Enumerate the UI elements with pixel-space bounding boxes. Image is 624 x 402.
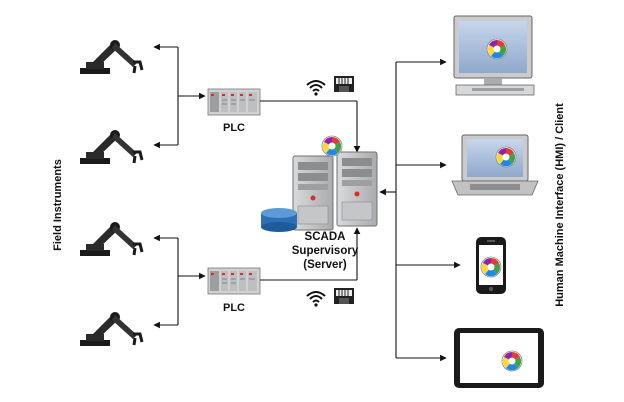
tablet-icon <box>454 328 544 388</box>
plc-rack-icon-bottom <box>207 267 261 295</box>
hmi-client-label: Human Machine Interface (HMI) / Client <box>554 103 566 307</box>
laptop-icon <box>451 134 539 196</box>
client-connectors <box>379 58 461 362</box>
wifi-icon-bottom <box>306 291 326 308</box>
plc-rack-icon-top <box>207 88 261 116</box>
server-tower-icon-right <box>336 151 378 227</box>
server-tower-icon-left <box>292 155 334 231</box>
field-connectors <box>153 43 206 329</box>
plc-bottom-label: PLC <box>223 302 245 314</box>
smartphone-icon <box>476 237 506 294</box>
server-label-line2: Supervisory <box>292 245 359 257</box>
robot-arm-icon-4 <box>78 310 144 348</box>
robot-arm-icon-2 <box>78 128 144 166</box>
robot-arm-icon-1 <box>78 38 144 76</box>
server-label-line1: SCADA <box>305 231 346 243</box>
ethernet-port-icon-bottom <box>333 287 355 305</box>
database-icon <box>261 208 297 232</box>
plc-top-label: PLC <box>223 122 245 134</box>
server-label-line3: (Server) <box>303 259 347 271</box>
ethernet-port-icon-top <box>333 75 355 93</box>
plc-server-connectors <box>260 100 361 281</box>
wifi-icon-top <box>306 80 326 97</box>
scada-logo-icon-server <box>321 135 343 157</box>
desktop-monitor-icon <box>453 15 535 96</box>
robot-arm-icon-3 <box>78 220 144 258</box>
field-instruments-label: Field Instruments <box>52 159 64 251</box>
